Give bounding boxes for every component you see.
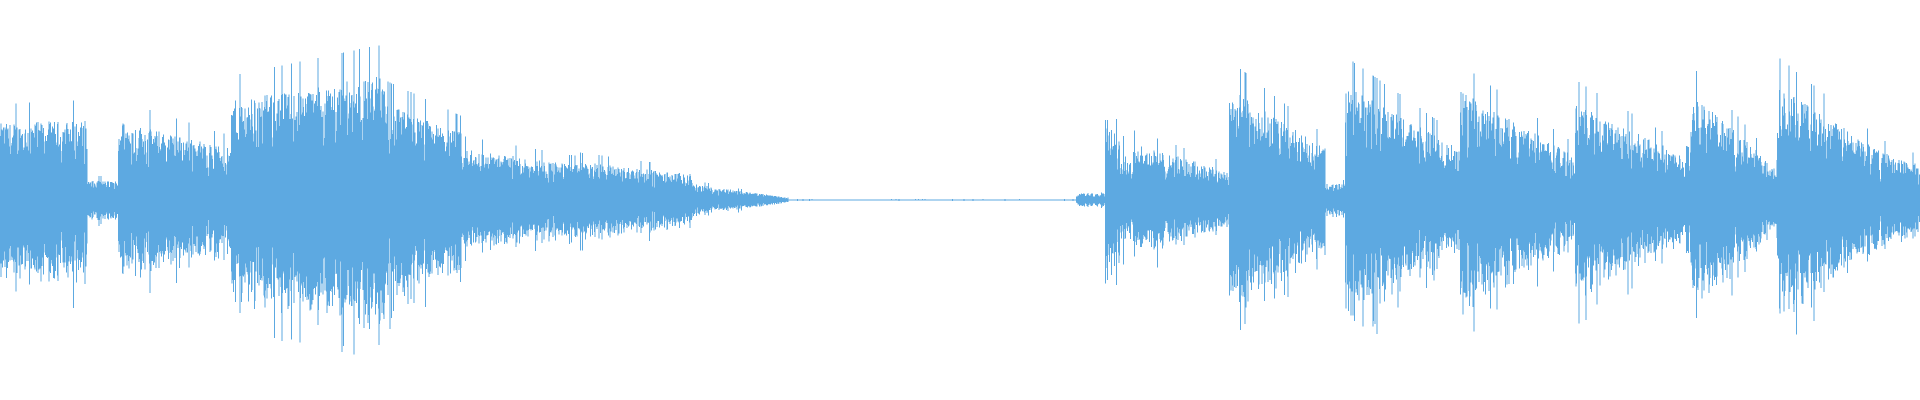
waveform-signal bbox=[0, 45, 1920, 355]
